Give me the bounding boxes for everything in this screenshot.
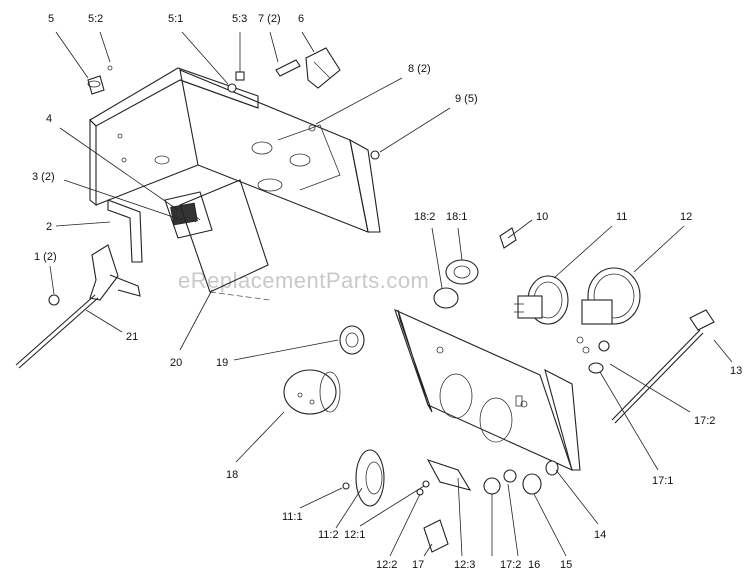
label-18: 18: [226, 469, 238, 481]
label-12-2: 12:2: [376, 559, 397, 571]
label-5-3: 5:3: [232, 13, 247, 25]
label-20: 20: [170, 357, 182, 369]
label-5: 5: [48, 13, 54, 25]
part-18-rings: [433, 227, 517, 309]
lower-small-parts: [342, 449, 559, 553]
part-13-rod: [588, 309, 715, 424]
label-12-3: 12:3: [454, 559, 475, 571]
leader-lines: [49, 31, 733, 557]
label-6: 6: [298, 13, 304, 25]
label-18-1: 18:1: [446, 211, 467, 223]
label-7: 7 (2): [258, 13, 281, 25]
label-17-2-right: 17:2: [694, 415, 715, 427]
label-12-1: 12:1: [344, 529, 365, 541]
label-2: 2: [46, 221, 52, 233]
label-3: 3 (2): [32, 171, 55, 183]
label-10: 10: [536, 211, 548, 223]
label-19: 19: [216, 357, 228, 369]
part-11-meter: [514, 275, 569, 325]
part-18-gauge: [283, 369, 341, 415]
label-15: 15: [560, 559, 572, 571]
label-11-1: 11:1: [282, 511, 303, 523]
part-labels: 5 5:2 5:1 5:3 7 (2) 6 8 (2) 9 (5) 4 3 (2…: [32, 13, 742, 571]
label-4: 4: [46, 113, 52, 125]
label-14: 14: [594, 529, 606, 541]
label-5-2: 5:2: [88, 13, 103, 25]
label-1: 1 (2): [34, 251, 57, 263]
part-19-washer: [339, 325, 365, 355]
label-17-2-bottom: 17:2: [500, 559, 521, 571]
label-21: 21: [126, 331, 138, 343]
part-21-lever: [15, 244, 141, 369]
part-12-gauge: [576, 267, 641, 354]
label-11: 11: [616, 211, 627, 223]
label-11-2: 11:2: [318, 529, 339, 541]
label-18-2: 18:2: [414, 211, 435, 223]
label-13: 13: [730, 365, 742, 377]
label-8: 8 (2): [408, 63, 431, 75]
lower-plate: [394, 308, 581, 472]
label-17: 17: [412, 559, 424, 571]
part-2-bracket: [107, 199, 143, 263]
label-16: 16: [528, 559, 540, 571]
label-5-1: 5:1: [168, 13, 183, 25]
label-17-1: 17:1: [652, 475, 673, 487]
part-20-plate: [179, 179, 271, 301]
upper-bracket: [89, 67, 381, 233]
label-9: 9 (5): [455, 93, 478, 105]
top-small-parts: [87, 47, 380, 160]
label-12: 12: [680, 211, 692, 223]
part-4-switch: [164, 191, 213, 239]
watermark: eReplacementParts.com: [178, 268, 429, 293]
